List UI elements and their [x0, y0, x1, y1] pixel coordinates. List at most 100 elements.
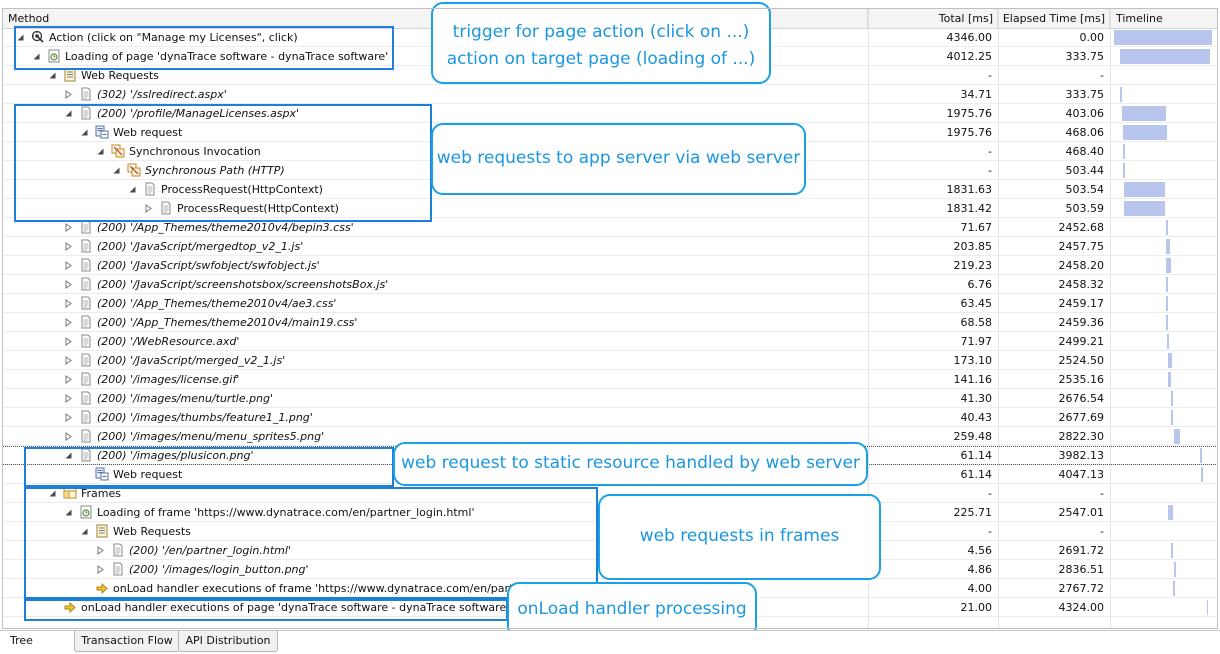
timeline-bar — [1171, 410, 1173, 425]
tree-row[interactable]: (200) '/App_Themes/theme2010v4/ae3.css'6… — [2, 294, 1218, 313]
expand-arrow-icon[interactable] — [64, 242, 73, 251]
collapse-arrow-icon[interactable] — [128, 185, 137, 194]
timeline-cell — [1110, 275, 1218, 294]
timeline-bar — [1174, 429, 1180, 444]
annotation-trigger: trigger for page action (click on ...) a… — [431, 2, 771, 84]
collapse-arrow-icon[interactable] — [16, 33, 25, 42]
tree-row[interactable]: (200) '/images/thumbs/feature1_1.png' 40.… — [2, 408, 1218, 427]
tree-row[interactable]: (200) '/App_Themes/theme2010v4/main19.cs… — [2, 313, 1218, 332]
collapse-arrow-icon[interactable] — [32, 52, 41, 61]
collapse-arrow-icon[interactable] — [80, 527, 89, 536]
tree-row[interactable]: (200) '/JavaScript/swfobject/swfobject.j… — [2, 256, 1218, 275]
total-time-cell: 219.23 — [953, 259, 993, 272]
timeline-bar — [1166, 220, 1169, 235]
method-cell: Web request — [2, 123, 868, 142]
document-icon — [79, 106, 93, 120]
action-icon — [31, 30, 45, 44]
timeline-bar — [1124, 182, 1166, 197]
collapse-arrow-icon[interactable] — [96, 147, 105, 156]
collapse-arrow-icon[interactable] — [64, 451, 73, 460]
elapsed-time-cell: 2836.51 — [1058, 563, 1105, 576]
expand-arrow-icon[interactable] — [64, 432, 73, 441]
total-time-cell: 63.45 — [960, 297, 993, 310]
expand-arrow-icon[interactable] — [64, 337, 73, 346]
expand-arrow-icon[interactable] — [64, 356, 73, 365]
column-divider — [998, 8, 999, 629]
method-cell: (200) '/JavaScript/screenshotsbox/screen… — [2, 275, 868, 294]
tree-row[interactable]: (200) '/JavaScript/mergedtop_v2_1.js'203… — [2, 237, 1218, 256]
expand-arrow-icon[interactable] — [64, 299, 73, 308]
tab-api-distribution[interactable]: API Distribution — [178, 631, 278, 652]
method-cell: ProcessRequest(HttpContext) — [2, 180, 868, 199]
collapse-arrow-icon[interactable] — [64, 508, 73, 517]
expand-arrow-icon[interactable] — [64, 394, 73, 403]
timeline-bar — [1114, 30, 1212, 45]
tree-row[interactable]: Web Requests-- — [2, 66, 1218, 85]
highlight-action-rows — [14, 26, 394, 70]
expand-arrow-icon[interactable] — [64, 261, 73, 270]
tree-row[interactable]: (200) '/App_Themes/theme2010v4/bepin3.cs… — [2, 218, 1218, 237]
timeline-bar — [1166, 277, 1168, 292]
node-label: Loading of frame 'https://www.dynatrace.… — [97, 506, 475, 519]
timeline-cell — [1110, 313, 1218, 332]
web-request-icon — [95, 467, 109, 481]
expand-arrow-icon[interactable] — [64, 318, 73, 327]
collapse-arrow-icon[interactable] — [80, 128, 89, 137]
expand-arrow-icon[interactable] — [64, 413, 73, 422]
timeline-bar — [1123, 144, 1125, 159]
total-time-cell: 1975.76 — [946, 107, 993, 120]
expand-arrow-icon[interactable] — [64, 280, 73, 289]
timeline-cell — [1110, 484, 1218, 503]
timeline-bar — [1166, 315, 1169, 330]
tab-transaction-flow[interactable]: Transaction Flow — [74, 631, 180, 652]
expand-arrow-icon[interactable] — [64, 375, 73, 384]
collapse-arrow-icon[interactable] — [48, 489, 57, 498]
total-time-cell: 1975.76 — [946, 126, 993, 139]
node-label: Web Requests — [81, 69, 159, 82]
column-header-total[interactable]: Total [ms] — [868, 9, 998, 28]
column-header-timeline[interactable]: Timeline — [1116, 12, 1163, 25]
elapsed-time-cell: 333.75 — [1065, 88, 1105, 101]
expand-arrow-icon[interactable] — [64, 223, 73, 232]
collapse-arrow-icon[interactable] — [48, 71, 57, 80]
expand-arrow-icon[interactable] — [144, 204, 153, 213]
timeline-bar — [1123, 125, 1168, 140]
node-label: (200) '/images/thumbs/feature1_1.png' — [97, 411, 313, 424]
method-cell: (200) '/JavaScript/swfobject/swfobject.j… — [2, 256, 868, 275]
expand-arrow-icon[interactable] — [96, 546, 105, 555]
annotation-trigger-line2: action on target page (loading of ...) — [446, 49, 756, 69]
tree-row[interactable]: (200) '/JavaScript/screenshotsbox/screen… — [2, 275, 1218, 294]
folder-icon — [95, 524, 109, 538]
handler-icon — [63, 600, 77, 614]
page-load-icon — [47, 49, 61, 63]
page-load-icon — [79, 505, 93, 519]
document-icon — [79, 87, 93, 101]
timeline-bar — [1200, 448, 1202, 463]
document-icon — [79, 315, 93, 329]
timeline-cell — [1110, 503, 1218, 522]
node-label: (200) '/WebResource.axd' — [97, 335, 240, 348]
timeline-cell — [1110, 161, 1218, 180]
tab-tree[interactable]: Tree — [10, 634, 33, 647]
total-time-cell: 40.43 — [960, 411, 993, 424]
total-time-cell: 4.86 — [967, 563, 993, 576]
elapsed-time-cell: - — [1100, 525, 1104, 538]
column-header-elapsed[interactable]: Elapsed Time [ms] — [998, 9, 1110, 28]
tree-row[interactable]: (200) '/profile/ManageLicenses.aspx'1975… — [2, 104, 1218, 123]
tree-row[interactable]: (200) '/JavaScript/merged_v2_1.js'173.10… — [2, 351, 1218, 370]
collapse-arrow-icon[interactable] — [64, 109, 73, 118]
expand-arrow-icon[interactable] — [96, 565, 105, 574]
column-divider — [868, 8, 869, 629]
timeline-bar — [1120, 49, 1210, 64]
column-header-method[interactable]: Method — [2, 9, 868, 28]
document-icon — [111, 562, 125, 576]
expand-arrow-icon[interactable] — [64, 90, 73, 99]
document-icon — [79, 410, 93, 424]
collapse-arrow-icon[interactable] — [112, 166, 121, 175]
